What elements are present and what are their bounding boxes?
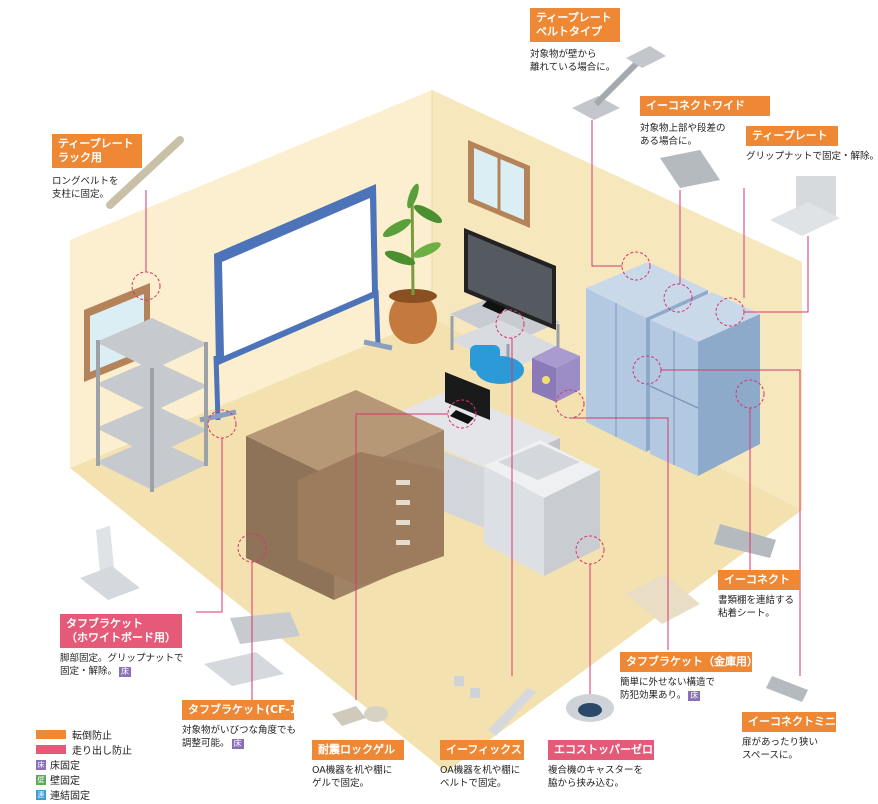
desc-tplate-rack: ロングベルトを 支柱に固定。 <box>52 175 119 201</box>
window-right <box>468 140 530 228</box>
legend: 転倒防止 走り出し防止 床 床固定 壁 壁固定 連 連結固定 <box>36 727 132 802</box>
title-line: ベルトタイプ <box>536 25 602 38</box>
desc-line: 扉があったり狭い <box>742 737 819 748</box>
printer <box>484 440 600 576</box>
desc-tplate-belt: 対象物が壁から 離れている場合に。 <box>530 48 615 74</box>
desc-line: 防犯効果あり。床 <box>620 689 715 702</box>
desc-line: 粘着シート。 <box>718 608 775 619</box>
title-line: タフブラケット <box>66 617 143 630</box>
legend-label: 走り出し防止 <box>72 746 132 757</box>
desc-line: 対象物が壁から <box>530 49 597 60</box>
plant <box>382 183 443 344</box>
cardboard-boxes <box>246 390 444 600</box>
desc-line: ベルトで固定。 <box>440 778 507 789</box>
legend-tipover: 転倒防止 <box>36 727 132 742</box>
desc-text: 調整可能。 <box>182 738 230 749</box>
desc-line: 固定・解除。床 <box>60 665 184 678</box>
desc-line: ある場合に。 <box>640 136 698 147</box>
legend-label: 床固定 <box>50 761 80 772</box>
desc-econnect: 書類棚を連結する 粘着シート。 <box>718 594 794 620</box>
desc-line: スペースに。 <box>742 750 798 761</box>
title-line: 耐震ロックゲル <box>318 743 395 756</box>
desc-line: ゲルで固定。 <box>312 778 370 789</box>
legend-floor: 床 床固定 <box>36 757 132 772</box>
desc-line: 対象物上部や段差の <box>640 123 726 134</box>
desc-line: ロングベルトを <box>52 176 119 187</box>
legend-mark-wall: 壁 <box>36 774 46 785</box>
title-line: ラック用 <box>58 151 102 164</box>
product-images <box>80 46 840 736</box>
desc-text: 防犯効果あり。 <box>620 690 687 701</box>
desc-line: 複合機のキャスターを <box>548 765 644 776</box>
title-line: タフブラケット（金庫用） <box>626 655 758 668</box>
cabinet-right <box>649 292 760 476</box>
title-line: イーコネクトミニ <box>748 715 836 728</box>
label-tough-whiteboard: タフブラケット （ホワイトボード用） <box>60 614 182 648</box>
desc-text: 固定・解除。 <box>60 666 118 677</box>
legend-mark-floor: 床 <box>36 759 46 770</box>
legend-slide: 走り出し防止 <box>36 742 132 757</box>
desc-line: 簡単に外せない構造で <box>620 677 716 688</box>
desc-econnect-wide: 対象物上部や段差の ある場合に。 <box>640 122 726 148</box>
desc-econnect-mini: 扉があったり狭い スペースに。 <box>742 736 818 762</box>
label-efix: イーフィックス <box>440 740 524 760</box>
label-ecostopper: エコストッパーゼロ <box>548 740 654 760</box>
legend-link: 連 連結固定 <box>36 787 132 802</box>
label-econnect: イーコネクト <box>718 570 800 590</box>
desc-line: 支柱に固定。 <box>52 189 110 200</box>
legend-label: 連結固定 <box>50 791 90 802</box>
title-line: （ホワイトボード用） <box>66 631 176 644</box>
floor-tag: 床 <box>119 666 132 677</box>
label-tough-cf1: タフブラケット(CF-1) <box>182 700 303 720</box>
legend-wall: 壁 壁固定 <box>36 772 132 787</box>
desc-line: グリップナットで固定・解除。 <box>746 151 878 162</box>
label-tplate-belt: ティープレート ベルトタイプ <box>530 8 620 42</box>
desc-line: OA機器を机や棚に <box>312 765 393 776</box>
desc-tplate: グリップナットで固定・解除。 <box>746 150 878 163</box>
legend-label: 転倒防止 <box>72 731 112 742</box>
desc-line: OA機器を机や棚に <box>440 765 521 776</box>
label-seismic-gel: 耐震ロックゲル <box>312 740 404 760</box>
legend-swatch-slide <box>36 745 66 754</box>
whiteboard <box>199 184 393 423</box>
desc-tough-safe: 簡単に外せない構造で 防犯効果あり。床 <box>620 676 715 702</box>
title-line: エコストッパーゼロ <box>554 743 653 756</box>
label-tough-safe: タフブラケット（金庫用） <box>620 652 758 672</box>
legend-mark-link: 連 <box>36 789 46 800</box>
title-line: ティープレート <box>58 137 134 150</box>
title-line: イーコネクトワイド <box>646 99 745 112</box>
desc-tough-cf1: 対象物がいびつな角度でも 調整可能。床 <box>182 724 296 750</box>
title-line: イーコネクト <box>724 573 790 586</box>
safe <box>532 346 580 402</box>
title-line: タフブラケット(CF-1) <box>188 703 303 716</box>
floor-tag: 床 <box>688 690 701 701</box>
legend-swatch-tipover <box>36 730 66 739</box>
desc-line: 書類棚を連結する <box>718 595 795 606</box>
label-econnect-wide: イーコネクトワイド <box>640 96 770 116</box>
label-tplate: ティープレート <box>746 126 838 146</box>
desc-line: 調整可能。床 <box>182 737 296 750</box>
label-tplate-rack: ティープレート ラック用 <box>52 134 142 168</box>
legend-label: 壁固定 <box>50 776 80 787</box>
desc-seismic-gel: OA機器を机や棚に ゲルで固定。 <box>312 764 392 790</box>
desc-line: 離れている場合に。 <box>530 62 616 73</box>
title-line: ティープレート <box>752 129 828 142</box>
desc-efix: OA機器を机や棚に ベルトで固定。 <box>440 764 520 790</box>
floor-tag: 床 <box>231 738 244 749</box>
label-econnect-mini: イーコネクトミニ <box>742 712 836 732</box>
leader-lines <box>131 120 809 700</box>
desc-tough-whiteboard: 脚部固定。グリップナットで 固定・解除。床 <box>60 652 184 678</box>
desc-ecostopper: 複合機のキャスターを 脇から挟み込む。 <box>548 764 643 790</box>
title-line: イーフィックス <box>446 743 522 756</box>
title-line: ティープレート <box>536 11 612 24</box>
steel-rack <box>96 318 208 492</box>
desc-line: 対象物がいびつな角度でも <box>182 725 297 736</box>
tv-stand <box>450 228 560 378</box>
desc-line: 脚部固定。グリップナットで <box>60 653 184 664</box>
desc-line: 脇から挟み込む。 <box>548 778 625 789</box>
